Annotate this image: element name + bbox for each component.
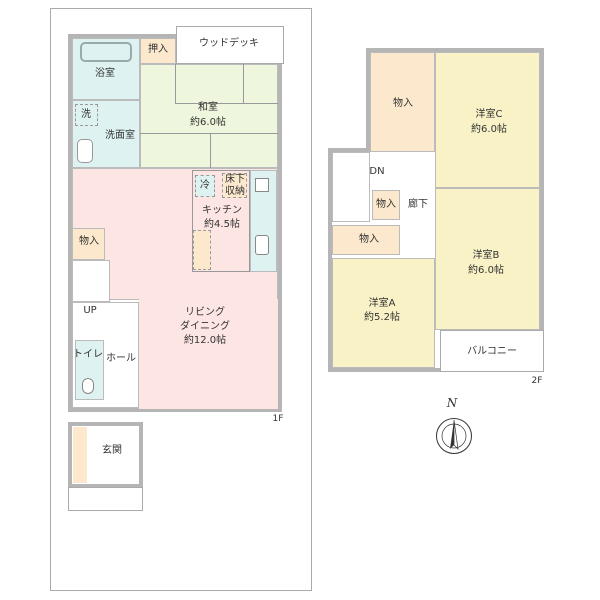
kitchen-cabinet — [193, 230, 211, 270]
label-washitsu-size: 約6.0帖 — [190, 117, 226, 128]
label-western-c: 洋室C — [475, 109, 503, 120]
label-washroom: 洗面室 — [105, 130, 135, 141]
label-living: リビング — [185, 307, 225, 318]
storage-1f — [72, 228, 105, 260]
staircase-2f[interactable] — [332, 152, 370, 222]
bathtub-icon — [80, 42, 132, 62]
label-western-a: 洋室A — [368, 298, 396, 309]
label-underfloor-storage: 床下収納 — [225, 174, 245, 197]
staircase-1f[interactable] — [72, 260, 110, 302]
bath-room — [72, 38, 140, 100]
floor1-label: 1F — [272, 414, 284, 424]
label-toilet: トイレ — [73, 349, 103, 360]
porch — [68, 487, 143, 511]
fridge-space — [195, 175, 215, 197]
living-dining-lower — [139, 299, 278, 409]
label-up: UP — [83, 305, 97, 316]
compass-icon — [436, 418, 472, 454]
western-room-c — [435, 52, 540, 188]
label-oshiire: 押入 — [148, 44, 168, 55]
label-storage-2f-top: 物入 — [393, 98, 413, 109]
washitsu — [140, 64, 278, 168]
label-down: DN — [369, 166, 385, 177]
label-dining: ダイニング — [180, 321, 230, 332]
washer-space — [75, 104, 98, 126]
label-storage-1f: 物入 — [79, 236, 99, 247]
kitchen-sink-icon — [255, 235, 269, 255]
storage-2f-mid — [332, 225, 400, 255]
label-western-a-size: 約5.2帖 — [364, 312, 400, 323]
label-storage-2f-small: 物入 — [376, 199, 396, 210]
label-washitsu: 和室 — [198, 102, 218, 113]
label-balcony: バルコニー — [467, 346, 517, 357]
label-fridge: 冷 — [200, 180, 210, 191]
label-bath: 浴室 — [95, 68, 115, 79]
shoe-cabinet — [73, 427, 87, 483]
floor2-label: 2F — [531, 376, 543, 386]
label-western-b: 洋室B — [472, 250, 500, 261]
underfloor-storage — [222, 173, 247, 198]
compass-north-label: N — [446, 396, 458, 410]
label-western-c-size: 約6.0帖 — [471, 124, 507, 135]
oshiire-closet — [140, 38, 176, 64]
label-wood-deck: ウッドデッキ — [199, 38, 259, 49]
sink-icon — [77, 139, 93, 163]
label-washer: 洗 — [81, 109, 91, 120]
western-room-a — [332, 258, 435, 368]
toilet-icon — [82, 378, 94, 394]
label-kitchen: キッチン — [202, 205, 242, 216]
kitchen-area — [192, 170, 250, 272]
stove-icon — [255, 178, 269, 192]
lot-boundary — [50, 8, 312, 591]
balcony — [440, 330, 544, 372]
storage-2f-top — [370, 52, 435, 152]
label-entrance: 玄関 — [102, 445, 122, 456]
label-hall: ホール — [106, 353, 136, 364]
western-room-b — [435, 188, 540, 330]
label-corridor: 廊下 — [408, 199, 428, 210]
label-storage-2f-mid: 物入 — [359, 234, 379, 245]
label-western-b-size: 約6.0帖 — [468, 265, 504, 276]
wood-deck — [176, 26, 284, 64]
storage-2f-small — [372, 190, 400, 220]
label-living-size: 約12.0帖 — [183, 335, 227, 346]
label-kitchen-size: 約4.5帖 — [204, 219, 240, 230]
